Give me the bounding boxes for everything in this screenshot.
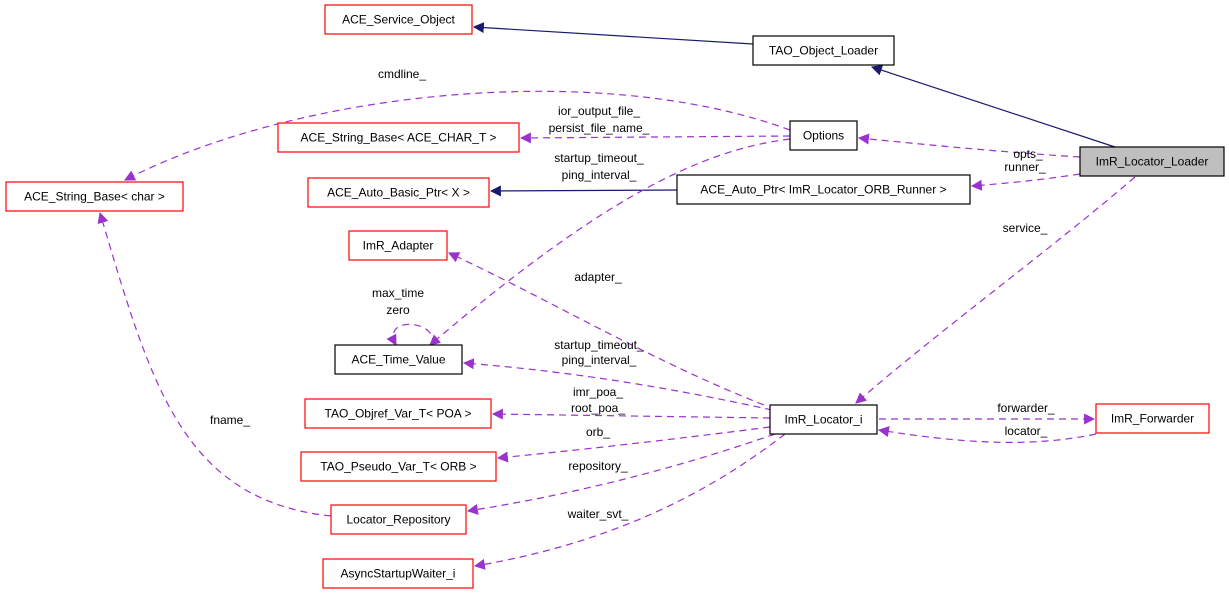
edge-label: zero bbox=[386, 303, 410, 317]
usage-edge-imr_locator_loader-to-options bbox=[857, 133, 1081, 158]
node-label: ImR_Forwarder bbox=[1111, 412, 1194, 426]
edge-label: ping_interval_ bbox=[562, 168, 637, 182]
class-node-ace-string-base-char[interactable]: ACE_String_Base< char > bbox=[5, 181, 184, 212]
node-label: AsyncStartupWaiter_i bbox=[341, 567, 456, 581]
inheritance-edge-ace_auto_ptr_runner-to-ace_auto_basic_ptr bbox=[489, 185, 678, 197]
edge-label: ping_interval_ bbox=[562, 353, 637, 367]
node-box bbox=[330, 504, 467, 535]
usage-edge-locator_repository-to-ace_string_base_char bbox=[97, 211, 332, 517]
node-label: TAO_Pseudo_Var_T< ORB > bbox=[320, 460, 476, 474]
usage-edge-imr_locator_loader-to-ace_auto_ptr_runner bbox=[970, 173, 1081, 191]
class-node-locator-repository[interactable]: Locator_Repository bbox=[330, 504, 467, 535]
node-box bbox=[322, 558, 474, 589]
class-node-ace-string-base-ace-char-t[interactable]: ACE_String_Base< ACE_CHAR_T > bbox=[277, 122, 520, 153]
node-label: ImR_Locator_i bbox=[784, 413, 862, 427]
node-label: ACE_Auto_Ptr< ImR_Locator_ORB_Runner > bbox=[700, 183, 946, 197]
usage-edge-imr_locator_i-to-tao_objref_var_poa bbox=[491, 408, 771, 420]
node-box bbox=[300, 451, 497, 482]
class-node-tao-pseudo-var-orb[interactable]: TAO_Pseudo_Var_T< ORB > bbox=[300, 451, 497, 482]
node-box bbox=[752, 35, 895, 66]
usage-edge-options-to-ace_string_base_char bbox=[124, 90, 791, 181]
inheritance-edge-imr_locator_loader-to-tao_object_loader bbox=[870, 64, 1116, 148]
node-box bbox=[277, 122, 520, 153]
edge-label: startup_timeout_ bbox=[554, 151, 644, 165]
usage-edge-imr_locator_i-to-locator_repository bbox=[466, 433, 776, 515]
node-box bbox=[789, 120, 858, 151]
class-node-imr-adapter[interactable]: ImR_Adapter bbox=[348, 230, 448, 261]
edge-label: waiter_svt_ bbox=[567, 507, 629, 521]
inheritance-edge-tao_object_loader-to-ace_service_object bbox=[472, 22, 754, 45]
node-label: TAO_Objref_Var_T< POA > bbox=[325, 407, 472, 421]
edge-label: locator_ bbox=[1005, 424, 1048, 438]
node-label: ACE_Service_Object bbox=[342, 13, 455, 27]
edge-label: fname_ bbox=[210, 413, 250, 427]
class-node-imr-forwarder[interactable]: ImR_Forwarder bbox=[1095, 403, 1210, 434]
edge-label: forwarder_ bbox=[997, 401, 1055, 415]
usage-edge-imr_forwarder-to-imr_locator_i bbox=[877, 426, 1097, 443]
node-label: ImR_Adapter bbox=[363, 239, 434, 253]
usage-edge-imr_locator_i-to-ace_time_value bbox=[462, 358, 773, 411]
node-box bbox=[676, 174, 971, 205]
edge-label: root_poa_ bbox=[571, 401, 625, 415]
edge-label: startup_timeout_ bbox=[554, 338, 644, 352]
class-node-ace-auto-basic-ptr[interactable]: ACE_Auto_Basic_Ptr< X > bbox=[307, 177, 490, 208]
edge-label: repository_ bbox=[568, 459, 628, 473]
node-label: ACE_String_Base< char > bbox=[24, 190, 165, 204]
node-label: ACE_Auto_Basic_Ptr< X > bbox=[327, 186, 470, 200]
class-node-ace-auto-ptr-runner[interactable]: ACE_Auto_Ptr< ImR_Locator_ORB_Runner > bbox=[676, 174, 971, 205]
class-node-options[interactable]: Options bbox=[789, 120, 858, 151]
edge-label: opts_ bbox=[1013, 147, 1043, 161]
edge-label: max_time bbox=[372, 286, 424, 300]
node-box bbox=[1095, 403, 1210, 434]
edge-label: orb_ bbox=[586, 425, 610, 439]
node-label: ACE_String_Base< ACE_CHAR_T > bbox=[301, 131, 497, 145]
edge-label: imr_poa_ bbox=[573, 385, 623, 399]
node-box bbox=[334, 344, 463, 375]
node-label: Options bbox=[803, 129, 844, 143]
node-label: Locator_Repository bbox=[346, 513, 450, 527]
node-box bbox=[1079, 146, 1225, 177]
node-box bbox=[307, 177, 490, 208]
usage-edge-imr_locator_i-to-tao_pseudo_var_orb bbox=[496, 426, 771, 463]
edge-label: adapter_ bbox=[574, 270, 622, 284]
class-node-async-startup-waiter[interactable]: AsyncStartupWaiter_i bbox=[322, 558, 474, 589]
class-node-ace-service-object[interactable]: ACE_Service_Object bbox=[324, 4, 473, 35]
edge-label: service_ bbox=[1003, 221, 1048, 235]
node-label: ACE_Time_Value bbox=[351, 353, 445, 367]
class-node-tao-object-loader[interactable]: TAO_Object_Loader bbox=[752, 35, 895, 66]
node-label: TAO_Object_Loader bbox=[769, 44, 878, 58]
node-box bbox=[769, 404, 878, 435]
node-box bbox=[324, 4, 473, 35]
class-node-imr-locator-i[interactable]: ImR_Locator_i bbox=[769, 404, 878, 435]
usage-edge-imr_locator_i-to-async_startup_waiter bbox=[473, 433, 786, 570]
class-node-tao-objref-var-poa[interactable]: TAO_Objref_Var_T< POA > bbox=[304, 398, 492, 429]
node-box bbox=[5, 181, 184, 212]
usage-edge-ace_time_value-to-ace_time_value bbox=[386, 323, 434, 346]
usage-edge-imr_locator_loader-to-imr_locator_i bbox=[855, 176, 1136, 404]
edge-label: persist_file_name_ bbox=[549, 121, 650, 135]
node-box bbox=[304, 398, 492, 429]
usage-edge-imr_locator_i-to-imr_adapter bbox=[448, 252, 765, 406]
edge-label: cmdline_ bbox=[378, 67, 426, 81]
class-node-imr-locator-loader[interactable]: ImR_Locator_Loader bbox=[1079, 146, 1225, 177]
node-box bbox=[348, 230, 448, 261]
edge-label: ior_output_file_ bbox=[558, 104, 640, 118]
class-node-ace-time-value[interactable]: ACE_Time_Value bbox=[334, 344, 463, 375]
node-label: ImR_Locator_Loader bbox=[1096, 155, 1209, 169]
usage-edge-options-to-ace_time_value bbox=[429, 138, 791, 346]
usage-edge-options-to-ace_string_base_ace_char_t bbox=[519, 132, 791, 144]
edge-label: runner_ bbox=[1004, 160, 1046, 174]
